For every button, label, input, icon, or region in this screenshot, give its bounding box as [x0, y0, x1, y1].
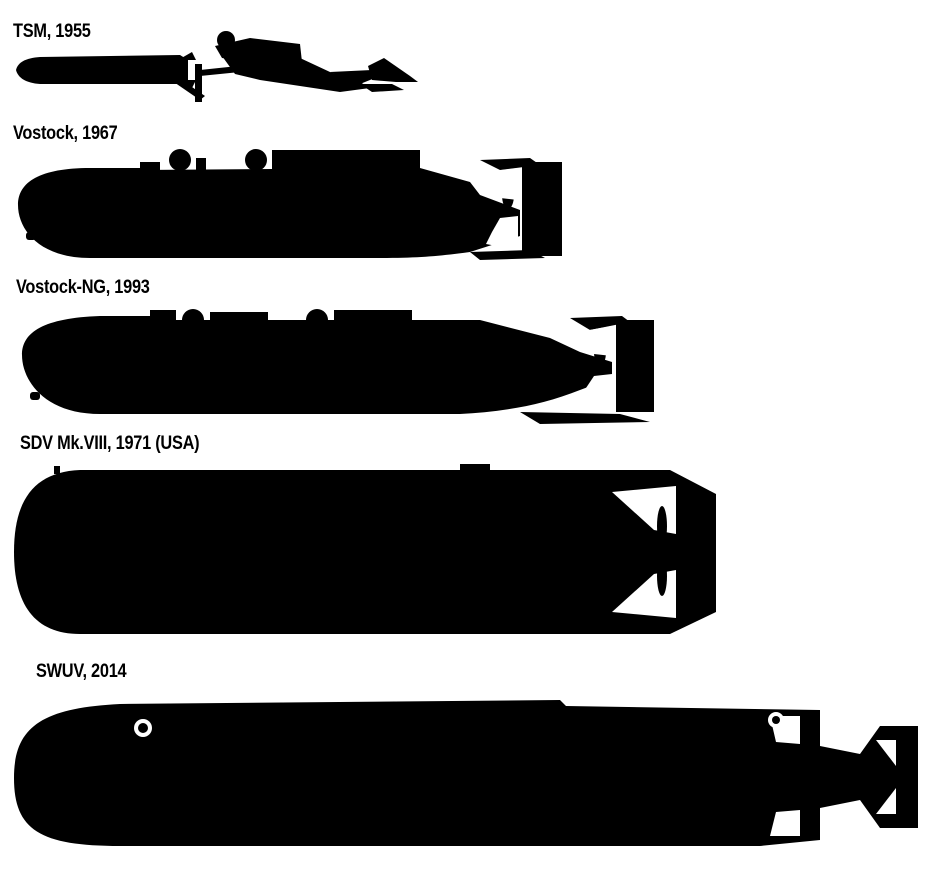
label-vostock-ng: Vostock-NG, 1993 [16, 277, 150, 298]
swuv-silhouette [14, 700, 918, 846]
vostock-highlights [485, 168, 518, 250]
tsm-silhouette [16, 31, 418, 102]
vostock-ng-highlights [578, 326, 612, 408]
label-tsm: TSM, 1955 [13, 21, 91, 42]
vostock-ng-silhouette [22, 309, 654, 424]
label-swuv: SWUV, 2014 [36, 661, 127, 682]
label-vostock: Vostock, 1967 [13, 123, 118, 144]
swuv-highlights [770, 716, 896, 836]
sdv-mk8-silhouette [14, 464, 716, 634]
swuv-portholes [134, 712, 784, 737]
sdv-mk8-propeller [652, 506, 674, 596]
vostock-silhouette [18, 149, 562, 260]
label-sdv-mk8: SDV Mk.VIII, 1971 (USA) [20, 433, 200, 454]
